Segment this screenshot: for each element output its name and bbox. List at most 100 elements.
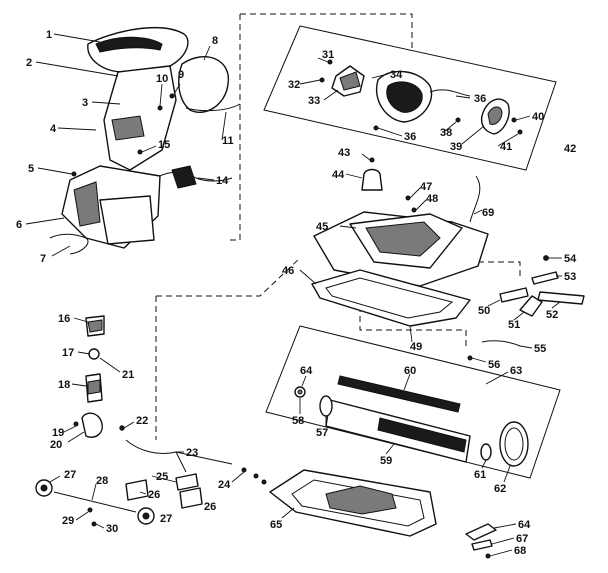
screw-32 [319, 77, 325, 83]
brush-60 [337, 375, 461, 413]
callout-49: 49 [410, 341, 422, 353]
callout-5: 5 [28, 163, 34, 175]
leader-38 [443, 121, 457, 133]
leader-29 [75, 511, 89, 521]
leader-60 [403, 373, 411, 391]
screw-41 [517, 129, 523, 135]
callout-42: 42 [564, 143, 576, 155]
leader-43 [361, 153, 371, 161]
leader-21 [99, 357, 121, 373]
screw-9 [169, 93, 175, 99]
leader-39 [461, 125, 485, 145]
callout-58: 58 [292, 415, 304, 427]
callout-62: 62 [494, 483, 506, 495]
handle-vent [111, 115, 145, 141]
callout-8: 8 [212, 35, 218, 47]
wheel-group [35, 315, 267, 527]
leader-25 [151, 475, 177, 483]
leader-40 [515, 115, 531, 121]
bumper-46 [311, 269, 471, 327]
cord-wrap-cover [178, 56, 230, 113]
leader-8 [203, 45, 211, 61]
leader-56 [471, 357, 487, 363]
screw-40 [511, 117, 517, 123]
callout-20: 20 [50, 439, 62, 451]
spring-18-coils [87, 379, 101, 395]
leader-18 [71, 383, 87, 387]
clip-64b [465, 523, 497, 541]
leader-45 [339, 225, 357, 229]
motor-hood-shade [365, 221, 441, 257]
callout-33: 33 [308, 95, 320, 107]
callout-16: 16 [58, 313, 70, 325]
leader-41 [497, 133, 519, 147]
leader-61 [481, 459, 487, 469]
callout-44: 44 [332, 169, 345, 181]
screw-36 [373, 125, 379, 131]
callout-36b: 36 [404, 131, 416, 143]
fan-impeller-blades [339, 71, 361, 91]
leader-3 [91, 101, 121, 105]
screw-20b [253, 473, 259, 479]
screw-54 [543, 255, 549, 261]
callout-68: 68 [514, 545, 526, 557]
handle-group-outline [240, 13, 413, 50]
bracket-26b [179, 487, 203, 509]
leader-36b [377, 127, 403, 137]
leader-28 [91, 483, 97, 501]
callout-28: 28 [96, 475, 108, 487]
callout-22: 22 [136, 415, 148, 427]
brush-roll-59-bristles [377, 417, 467, 453]
wire-69 [469, 175, 481, 223]
leader-65 [281, 507, 295, 519]
screw-15 [137, 149, 143, 155]
bottom-cord [49, 233, 89, 255]
motor-wires [429, 89, 471, 97]
handle-bracket [99, 195, 155, 245]
end-bell-shade [487, 106, 503, 125]
callout-59: 59 [380, 455, 392, 467]
callout-10: 10 [156, 73, 168, 85]
callout-21: 21 [122, 369, 134, 381]
screw-30 [91, 521, 97, 527]
hood-assembly [311, 157, 489, 327]
callout-7: 7 [40, 253, 46, 265]
callout-26b: 26 [204, 501, 216, 513]
bumper-inner [325, 277, 454, 319]
leader-69 [473, 209, 483, 215]
axle-23 [125, 439, 233, 465]
leader-62 [503, 465, 511, 483]
leader-14 [197, 177, 215, 181]
callout-1: 1 [46, 29, 52, 41]
leader-49 [409, 325, 413, 343]
leader-9 [173, 83, 181, 95]
callout-51: 51 [508, 319, 520, 331]
base-plate-outline [359, 296, 467, 350]
callout-39: 39 [450, 141, 462, 153]
callout-24: 24 [218, 479, 231, 491]
clip-67 [471, 539, 493, 551]
callout-32: 32 [288, 79, 300, 91]
screw-48 [411, 207, 417, 213]
leader-34 [371, 73, 389, 79]
callout-3: 3 [82, 97, 88, 109]
leader-68 [489, 549, 513, 557]
leader-55 [519, 345, 533, 349]
callout-50: 50 [478, 305, 490, 317]
callout-45: 45 [316, 221, 328, 233]
callout-69: 69 [482, 207, 494, 219]
callout-43: 43 [338, 147, 350, 159]
cord-strain [185, 103, 241, 112]
handle-group-side [228, 14, 241, 241]
callout-30: 30 [106, 523, 118, 535]
bracket-26 [125, 479, 149, 501]
callout-61: 61 [474, 469, 486, 481]
callout-2: 2 [26, 57, 32, 69]
screw-10 [157, 105, 163, 111]
wheel-27-hub [40, 484, 48, 492]
axle-bend [175, 451, 187, 473]
leader-63 [485, 371, 509, 385]
callout-11: 11 [222, 135, 234, 147]
callout-64: 64 [300, 365, 313, 377]
callout-31: 31 [322, 49, 334, 61]
